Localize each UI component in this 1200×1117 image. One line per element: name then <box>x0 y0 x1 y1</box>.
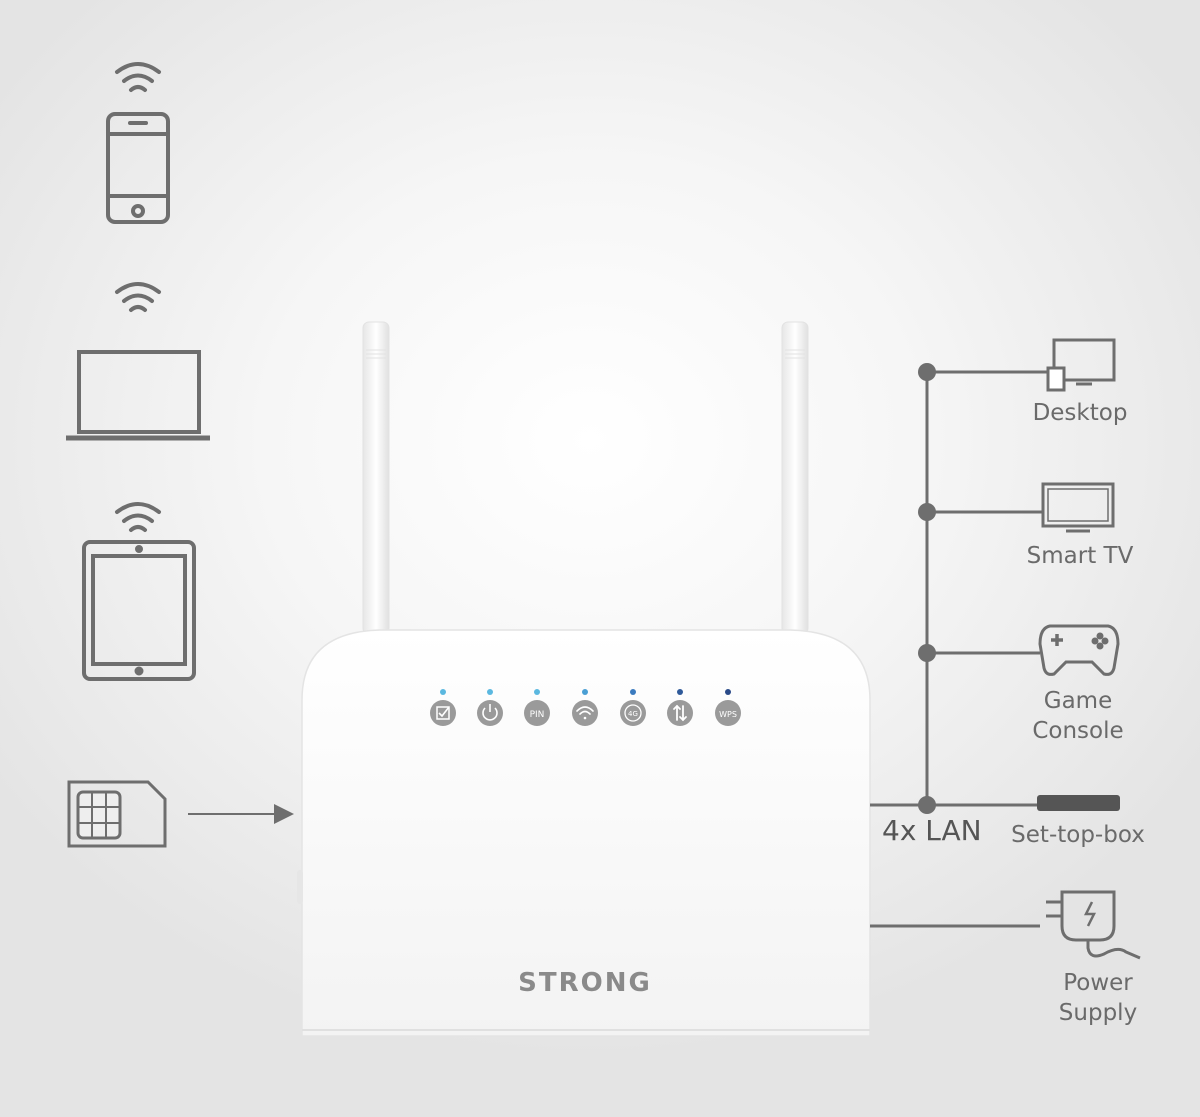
tablet-icon <box>82 540 196 681</box>
power-supply-label-line1: Power <box>1063 970 1133 996</box>
antenna-right <box>781 321 809 635</box>
led-indicator-dot <box>582 689 588 695</box>
led-pin-button[interactable]: PIN <box>524 700 550 726</box>
led-indicator-dot <box>487 689 493 695</box>
led-indicator-dot <box>725 689 731 695</box>
check-icon <box>436 706 450 720</box>
lan-port-label: 4x LAN <box>882 814 982 847</box>
power-supply-label-line2: Supply <box>1058 1000 1138 1026</box>
wifi-icon <box>115 282 161 312</box>
set-top-box-label: Set-top-box <box>1011 822 1145 848</box>
wifi-icon <box>576 706 594 720</box>
desktop-label: Desktop <box>1032 400 1128 426</box>
laptop-icon <box>66 350 210 441</box>
4g-icon: 4G <box>628 710 638 718</box>
gamepad-icon <box>1038 624 1120 676</box>
power-icon <box>482 707 498 721</box>
wifi-icon <box>115 62 161 92</box>
power-adapter-icon <box>1046 890 1141 960</box>
game-console-label-line2: Console <box>1032 718 1124 744</box>
wps-icon: WPS <box>719 710 737 719</box>
wifi-icon <box>115 502 161 532</box>
brand-logo: STRONG <box>518 968 652 998</box>
pin-icon: PIN <box>530 710 545 720</box>
led-signal-button[interactable] <box>667 700 693 726</box>
tv-icon <box>1041 482 1115 533</box>
lan-junctions <box>918 363 936 814</box>
game-console-label-line1: Game <box>1043 688 1113 714</box>
sim-card-icon <box>67 780 167 848</box>
smartphone-icon <box>106 112 170 224</box>
arrow-icon <box>188 804 294 824</box>
lan-connection-lines <box>870 370 1050 928</box>
led-indicator-dot <box>534 689 540 695</box>
router-body <box>297 629 871 1037</box>
led-power-button[interactable] <box>477 700 503 726</box>
set-top-box-icon <box>1037 795 1120 811</box>
signal-icon <box>673 704 687 722</box>
led-wps-button[interactable]: WPS <box>715 700 741 726</box>
antenna-left <box>362 321 390 635</box>
led-indicator-dot <box>677 689 683 695</box>
led-wifi-button[interactable] <box>572 700 598 726</box>
led-indicator-dot <box>630 689 636 695</box>
led-4g-button[interactable]: 4G <box>620 700 646 726</box>
desktop-icon <box>1046 338 1116 392</box>
led-indicator-dot <box>440 689 446 695</box>
led-check-button[interactable] <box>430 700 456 726</box>
smart-tv-label: Smart TV <box>1026 543 1134 569</box>
